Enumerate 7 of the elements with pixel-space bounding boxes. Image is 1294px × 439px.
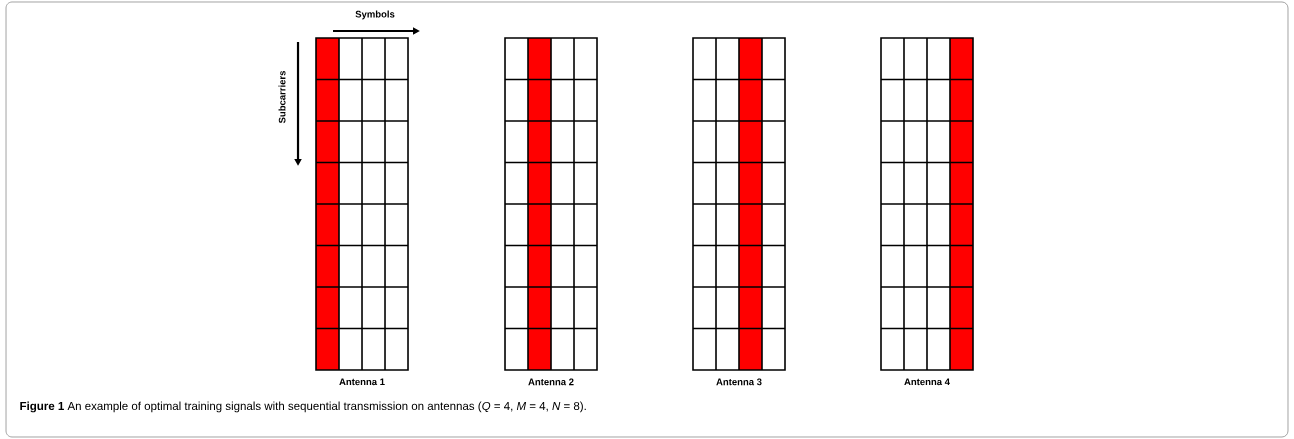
grid-label: Antenna 1 [339,378,385,386]
axis-label: Subcarriers [278,71,286,124]
grid-label: Antenna 3 [716,378,762,386]
grid-label: Antenna 2 [528,378,574,386]
axis-label: Symbols [355,10,395,20]
figure-caption: Figure 1 An example of optimal training signals with sequential transmission on antennas (Q = 4, M = 4, N = 8). [20,401,586,413]
grid-label: Antenna 4 [904,378,950,386]
